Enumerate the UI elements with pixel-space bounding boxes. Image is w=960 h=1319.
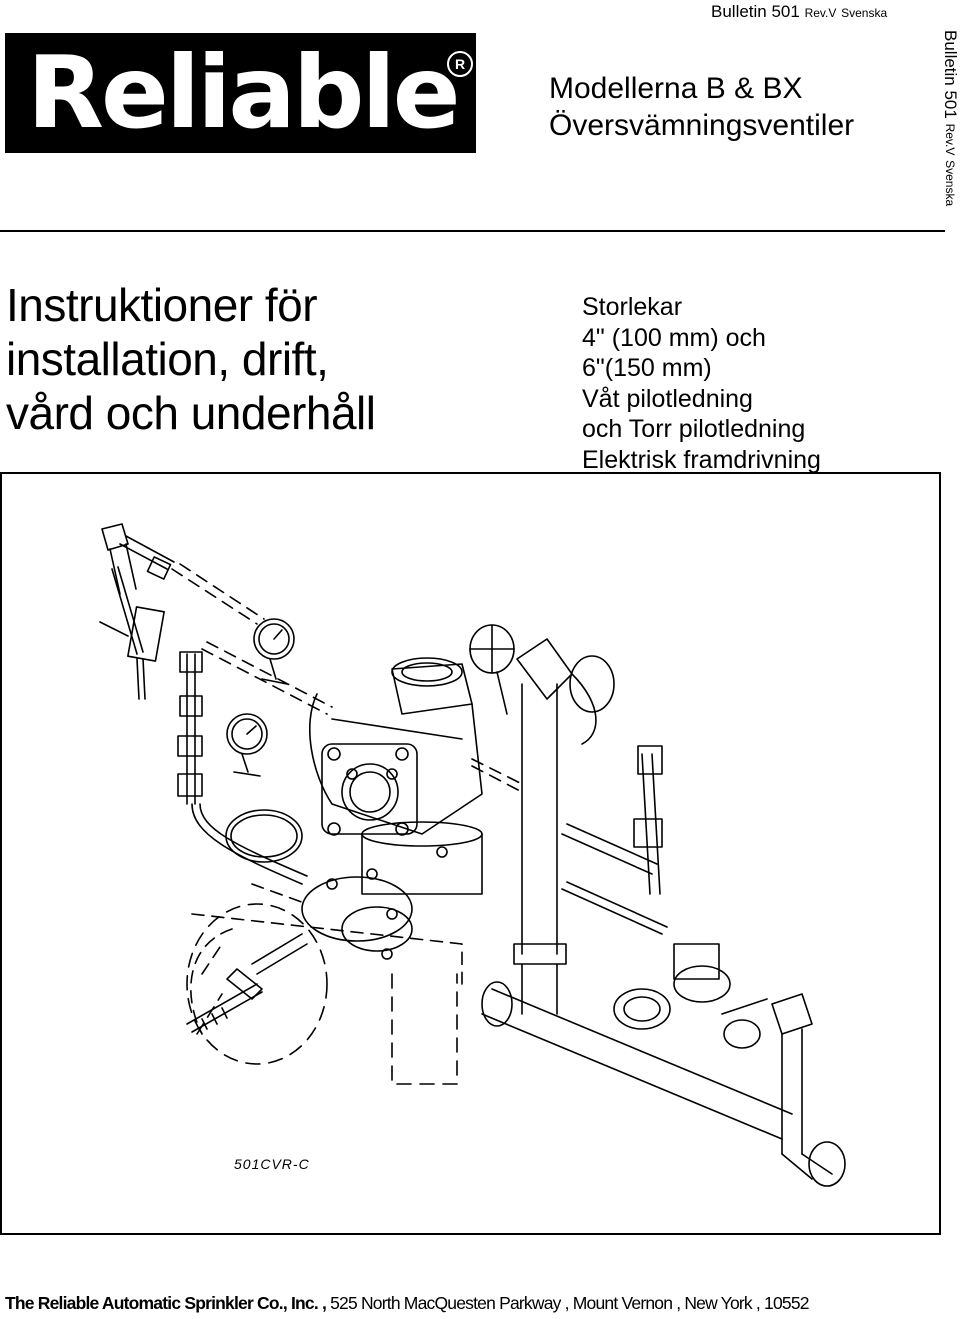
footer-company: The Reliable Automatic Sprinkler Co., In…	[5, 1293, 327, 1313]
registered-mark-icon: R	[447, 51, 473, 77]
sizes-line-4: Våt pilotledning	[582, 384, 753, 413]
sizes-block: Storlekar 4" (100 mm) och 6"(150 mm) Våt…	[582, 292, 821, 475]
reliable-logo: Reliable R	[5, 33, 476, 153]
logo-wordmark: Reliable	[27, 34, 461, 151]
sizes-line-5: och Torr pilotledning	[582, 415, 806, 443]
vertical-riser-right	[513, 683, 567, 1015]
deluge-valve-body	[309, 657, 483, 895]
dashed-trim-line	[171, 563, 523, 1035]
top-bulletin-label: Bulletin 501 Rev.V Svenska	[711, 2, 887, 22]
side-bulletin-number: Bulletin 501	[941, 30, 960, 119]
right-trim-column	[561, 745, 761, 1049]
sizes-line-6: Elektrisk framdrivning	[582, 445, 821, 474]
instructions-heading: Instruktioner för installation, drift, v…	[6, 278, 376, 440]
drain-elbow-right	[721, 993, 846, 1187]
instructions-line-2: installation, drift,	[6, 333, 329, 385]
side-bulletin-language: Svenska	[943, 160, 957, 207]
valve-assembly-drawing: 501CVR-C	[0, 472, 941, 1235]
drain-pipe-horizontal	[481, 981, 793, 1140]
side-bulletin-label: Bulletin 501 Rev.V Svenska	[940, 30, 960, 206]
drawing-reference-code: 501CVR-C	[234, 1156, 310, 1172]
gate-valve-stem	[186, 983, 263, 1033]
bulletin-number: Bulletin 501	[711, 2, 800, 21]
lower-flange-assembly	[226, 868, 413, 1000]
top-handwheel	[469, 624, 515, 715]
document-title-line-2: Översvämningsventiler	[549, 109, 855, 142]
pressure-gauge-upper	[253, 618, 295, 685]
sizes-line-3: 6"(150 mm)	[582, 354, 712, 382]
gate-valve-handwheel	[186, 903, 458, 1085]
header-divider	[0, 230, 945, 232]
bulletin-revision: Rev.V	[804, 6, 837, 20]
riser-pipe	[99, 523, 175, 700]
gasket-ring	[225, 809, 303, 863]
instructions-line-3: vård och underhåll	[6, 387, 376, 439]
sizes-line-2: 4" (100 mm) och	[582, 323, 766, 352]
left-trim-column	[177, 651, 308, 885]
valve-assembly-illustration	[99, 523, 846, 1187]
footer-address: The Reliable Automatic Sprinkler Co., In…	[5, 1293, 810, 1314]
sizes-line-1: Storlekar	[582, 293, 683, 321]
side-bulletin-revision: Rev.V	[943, 123, 957, 156]
footer-street-address: 525 North MacQuesten Parkway , Mount Ver…	[326, 1293, 809, 1313]
bulletin-language: Svenska	[841, 6, 888, 20]
elbow-fitting-right	[516, 638, 615, 745]
document-title-line-1: Modellerna B & BX	[549, 72, 803, 105]
pressure-gauge-lower	[226, 713, 268, 777]
instructions-line-1: Instruktioner för	[6, 279, 318, 331]
